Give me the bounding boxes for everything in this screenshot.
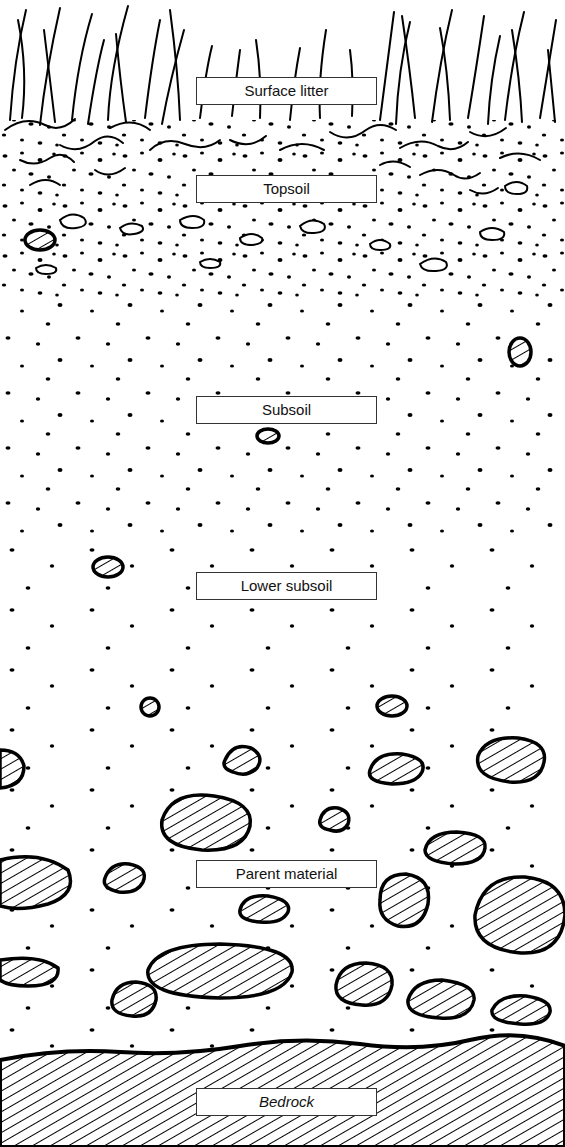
horizon-label: Surface litter [244,82,328,100]
horizon-label: Parent material [236,865,338,883]
horizon-label-box: Bedrock [196,1088,377,1116]
horizon-label: Lower subsoil [241,577,333,595]
horizon-label: Subsoil [262,401,311,419]
horizon-label-box: Topsoil [196,175,377,203]
horizon-label: Bedrock [259,1093,314,1111]
horizon-label: Topsoil [263,180,310,198]
horizon-label-box: Lower subsoil [196,572,377,600]
horizon-label-box: Subsoil [196,396,377,424]
horizon-label-box: Surface litter [196,77,377,105]
horizon-label-box: Parent material [196,860,377,888]
